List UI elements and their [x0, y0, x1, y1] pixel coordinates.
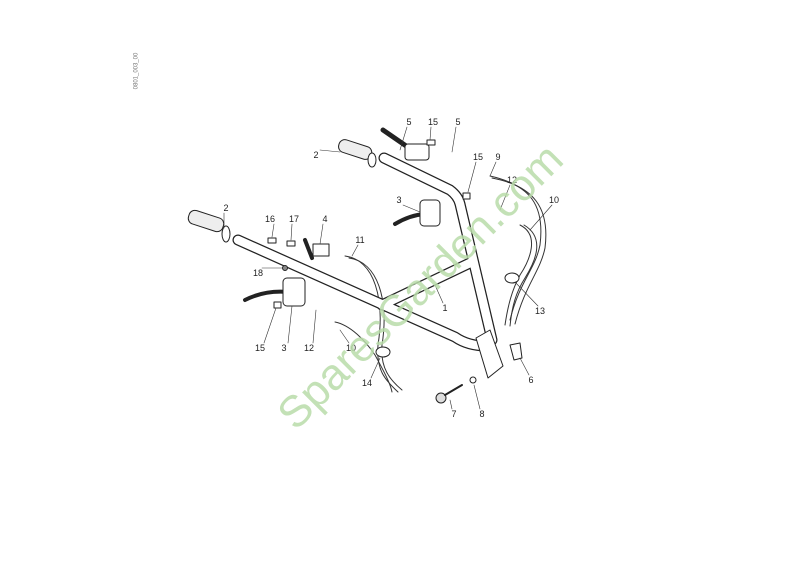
part-label-6: 6	[528, 375, 533, 385]
part-label-15: 15	[473, 152, 483, 162]
part-label-10: 10	[549, 195, 559, 205]
cable-10	[504, 224, 533, 326]
leader-line	[529, 204, 553, 231]
part-label-5: 5	[406, 117, 411, 127]
part-label-8: 8	[479, 409, 484, 419]
part-label-3: 3	[281, 343, 286, 353]
part-label-12: 12	[304, 343, 314, 353]
leader-line	[451, 126, 457, 153]
leader-line	[312, 309, 317, 344]
leader-line	[514, 281, 539, 307]
leader-line	[351, 244, 359, 257]
leader-line	[370, 357, 381, 379]
part-label-3: 3	[396, 195, 401, 205]
switch-4	[312, 243, 330, 257]
leader-line	[339, 329, 350, 344]
part-label-18: 18	[253, 268, 263, 278]
left-grip	[187, 209, 225, 233]
part-label-12: 12	[507, 175, 517, 185]
leader-line	[399, 126, 408, 151]
clamp-bracket	[475, 329, 504, 379]
cable-11	[344, 255, 399, 393]
leader-line	[287, 305, 293, 344]
leader-line	[519, 357, 530, 376]
leader-line	[319, 149, 341, 153]
part-label-15: 15	[255, 343, 265, 353]
leader-line	[473, 384, 481, 410]
part-label-2: 2	[223, 203, 228, 213]
leader-line	[434, 284, 444, 304]
leader-line	[402, 204, 421, 213]
part-label-10: 10	[346, 343, 356, 353]
left-lever	[243, 289, 290, 302]
cable-tie-14	[375, 346, 391, 358]
leader-line	[449, 399, 453, 410]
leader-line	[271, 223, 275, 238]
leader-line	[429, 126, 432, 141]
cables	[334, 175, 547, 393]
part-label-11: 11	[355, 235, 364, 245]
knob-7	[435, 392, 447, 404]
part-label-7: 7	[451, 409, 456, 419]
throttle-control	[404, 143, 430, 161]
part-label-13: 13	[535, 306, 545, 316]
leader-line	[467, 161, 477, 193]
washer-8	[469, 376, 477, 384]
part-label-5: 5	[455, 117, 460, 127]
cable-tie-13	[504, 272, 520, 284]
part-label-2: 2	[313, 150, 318, 160]
part-label-17: 17	[289, 214, 299, 224]
part-label-14: 14	[362, 378, 372, 388]
leader-line	[489, 161, 497, 177]
part-label-9: 9	[495, 152, 500, 162]
part-label-4: 4	[322, 214, 327, 224]
part-label-15: 15	[428, 117, 438, 127]
leader-line	[290, 223, 293, 241]
part-label-16: 16	[265, 214, 275, 224]
part-label-1: 1	[442, 303, 447, 313]
leader-line	[263, 307, 277, 344]
leader-line	[319, 223, 324, 245]
leader-line	[499, 184, 511, 211]
left-lever-body	[282, 277, 306, 307]
